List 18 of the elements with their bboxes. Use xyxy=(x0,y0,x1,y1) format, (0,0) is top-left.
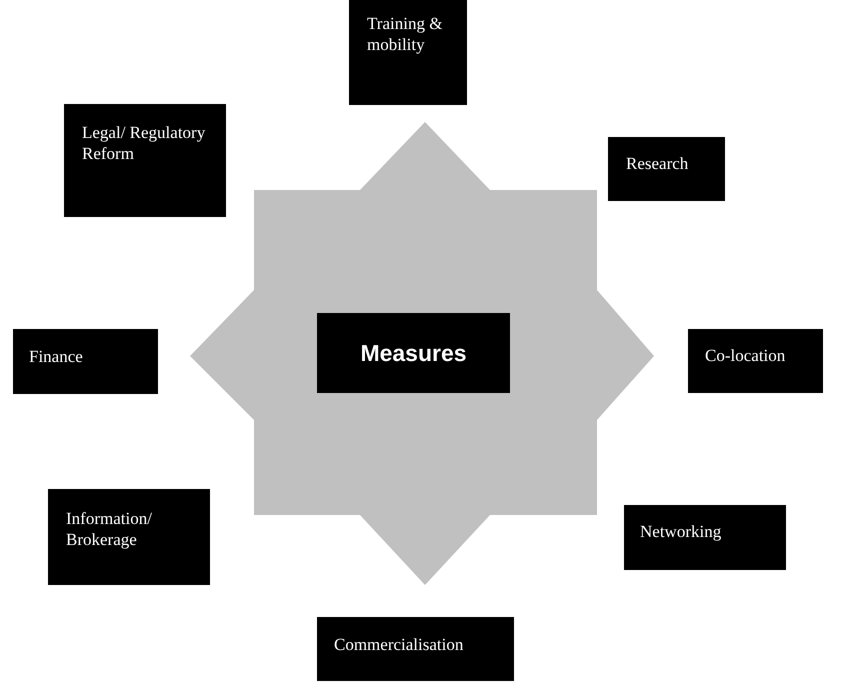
box-label: Legal/ Regulatory Reform xyxy=(82,122,206,164)
measure-box xyxy=(349,0,467,105)
measure-box xyxy=(48,489,210,585)
measure-box xyxy=(624,505,786,570)
box-label: Networking xyxy=(640,521,722,542)
box-label: Commercialisation xyxy=(334,634,464,655)
box-label: Training & mobility xyxy=(367,13,444,55)
measure-box xyxy=(13,329,158,394)
box-label: Information/ Brokerage xyxy=(66,508,153,550)
central-label: Measures xyxy=(359,339,468,367)
measure-box xyxy=(64,104,226,217)
measure-box xyxy=(688,329,823,393)
box-label: Research xyxy=(626,153,690,174)
box-label: Finance xyxy=(29,346,84,367)
measure-box xyxy=(608,137,725,201)
measure-box xyxy=(317,617,514,681)
box-label: Co-location xyxy=(705,345,786,366)
central-box xyxy=(317,313,510,393)
